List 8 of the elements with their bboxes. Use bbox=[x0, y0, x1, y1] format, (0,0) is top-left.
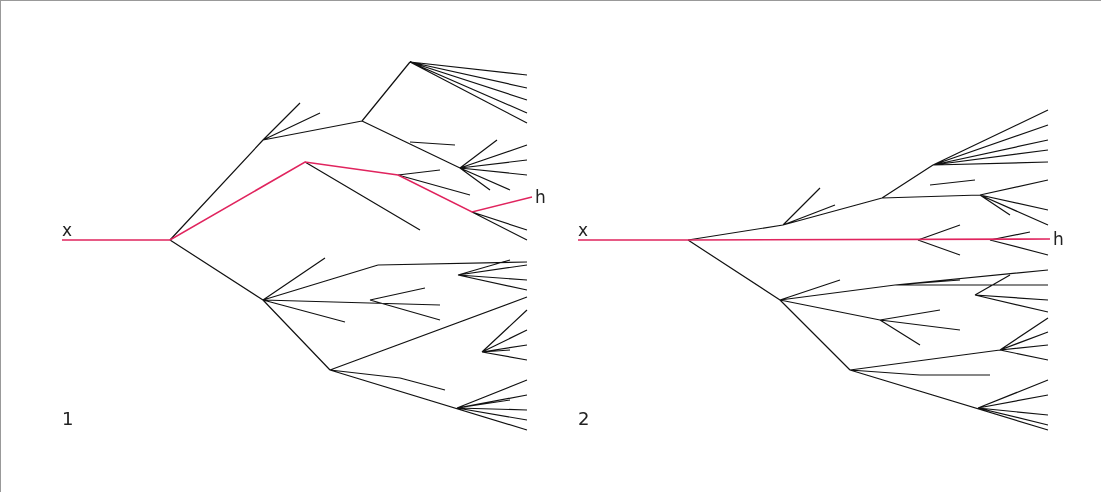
point-label: h bbox=[535, 187, 546, 207]
point-label: x bbox=[578, 220, 589, 240]
path-line bbox=[577, 238, 1051, 241]
panel-number: 1 bbox=[62, 408, 74, 429]
point-label: x bbox=[62, 220, 73, 240]
panel-number: 2 bbox=[578, 408, 590, 429]
point-label: h bbox=[1053, 229, 1064, 249]
path-line bbox=[61, 161, 533, 241]
